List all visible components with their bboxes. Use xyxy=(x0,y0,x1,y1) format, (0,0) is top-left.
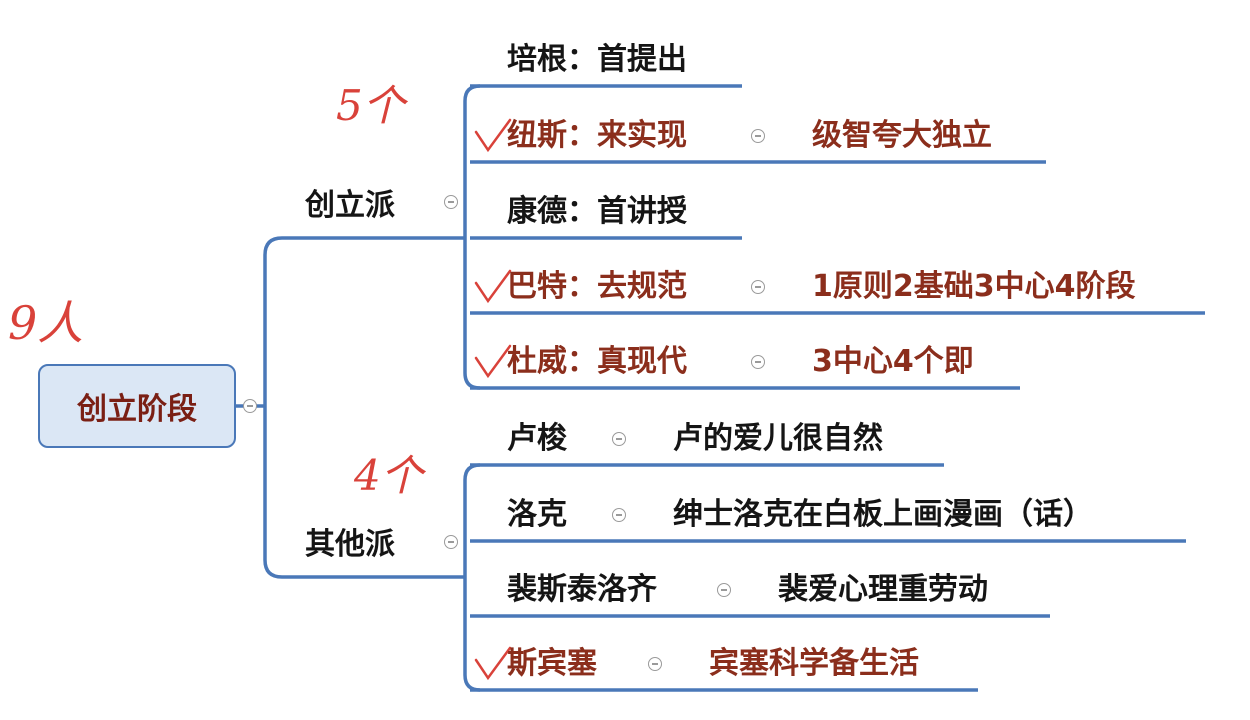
collapse-icon[interactable] xyxy=(751,280,765,294)
leaf-name[interactable]: 斯宾塞 xyxy=(507,646,597,681)
handwritten-note-founders-count: 5个 xyxy=(336,81,405,130)
leaf-name[interactable]: 纽斯：来实现 xyxy=(507,118,687,153)
collapse-icon[interactable] xyxy=(648,657,662,671)
leaf-detail[interactable]: 1原则2基础3中心4阶段 xyxy=(812,269,1136,304)
collapse-founders-icon[interactable] xyxy=(444,195,458,209)
leaf-detail[interactable]: 宾塞科学备生活 xyxy=(709,646,919,681)
branch-label-founders[interactable]: 创立派 xyxy=(305,188,395,223)
leaf-name[interactable]: 洛克 xyxy=(507,497,567,532)
collapse-others-icon[interactable] xyxy=(444,535,458,549)
leaf-detail[interactable]: 裴爱心理重劳动 xyxy=(778,572,988,607)
handwritten-check-icon xyxy=(474,118,512,153)
leaf-name[interactable]: 巴特：去规范 xyxy=(507,269,687,304)
handwritten-note-total: 9人 xyxy=(8,296,84,350)
collapse-icon[interactable] xyxy=(751,355,765,369)
leaf-detail[interactable]: 卢的爱儿很自然 xyxy=(673,421,883,456)
leaf-detail[interactable]: 3中心4个即 xyxy=(812,344,974,379)
collapse-icon[interactable] xyxy=(612,508,626,522)
branch-spine xyxy=(463,463,481,692)
leaf-detail[interactable]: 绅士洛克在白板上画漫画（话） xyxy=(673,497,1093,532)
collapse-icon[interactable] xyxy=(612,432,626,446)
handwritten-check-icon xyxy=(474,646,512,681)
leaf-name[interactable]: 康德：首讲授 xyxy=(507,194,687,229)
collapse-icon[interactable] xyxy=(751,129,765,143)
leaf-name[interactable]: 培根：首提出 xyxy=(507,42,687,77)
leaf-name[interactable]: 裴斯泰洛齐 xyxy=(507,572,657,607)
branch-label-others[interactable]: 其他派 xyxy=(305,527,395,562)
leaf-name[interactable]: 卢梭 xyxy=(507,421,567,456)
leaf-detail[interactable]: 级智夸大独立 xyxy=(812,118,992,153)
handwritten-note-others-count: 4个 xyxy=(354,451,423,500)
root-node[interactable]: 创立阶段 xyxy=(38,364,236,448)
collapse-icon[interactable] xyxy=(717,583,731,597)
leaf-name[interactable]: 杜威：真现代 xyxy=(507,344,687,379)
handwritten-check-icon xyxy=(474,344,512,379)
handwritten-check-icon xyxy=(474,269,512,304)
root-connector xyxy=(236,236,464,579)
root-label: 创立阶段 xyxy=(77,392,197,427)
collapse-root-icon[interactable] xyxy=(243,399,257,413)
